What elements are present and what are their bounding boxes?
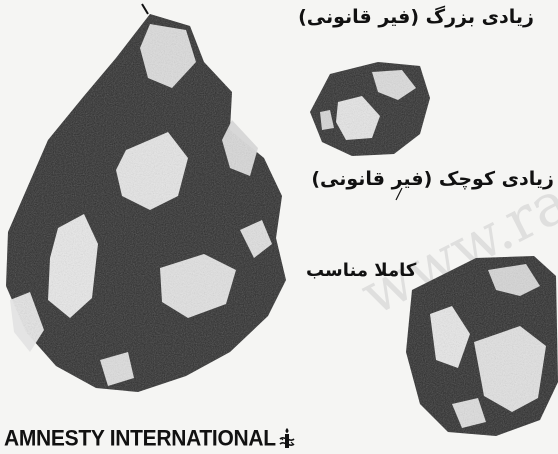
label-appropriate: کاملا مناسب [306, 260, 417, 281]
label-small-excess: زیادی کوچک (فیر قانونی) [311, 168, 554, 190]
candle-barbed-wire-icon [279, 428, 295, 448]
brand-name: AMNESTY INTERNATIONAL [4, 426, 276, 451]
brand-logo: AMNESTY INTERNATIONAL [4, 424, 296, 454]
label-large-excess: زیادی بزرگ (فیر قانونی) [298, 6, 534, 28]
large-stone [6, 14, 286, 392]
pointer-line [395, 187, 403, 201]
appropriate-stone [406, 256, 558, 436]
pointer-line [141, 3, 149, 15]
small-stone [310, 62, 430, 156]
